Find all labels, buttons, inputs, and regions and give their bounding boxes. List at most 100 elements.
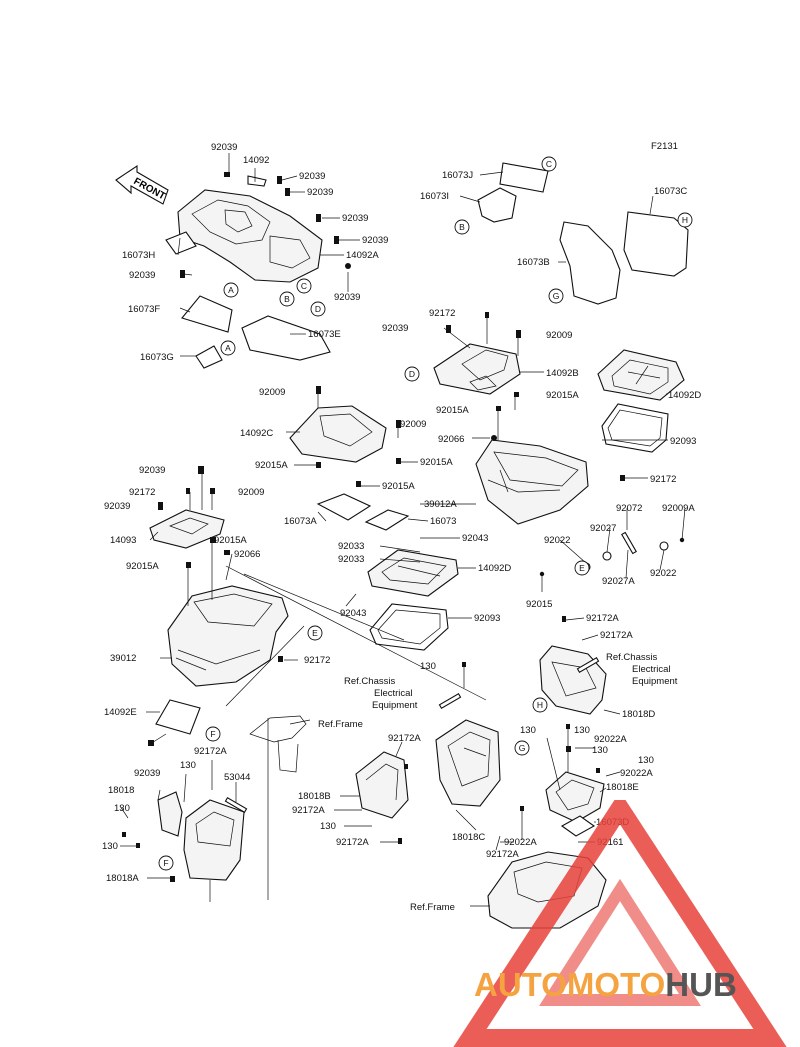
callout-circle: B — [279, 291, 295, 307]
part-label: 92172A — [292, 805, 325, 816]
part-label: 16073E — [308, 329, 341, 340]
callout-circle: C — [296, 278, 312, 294]
part-label: 16073F — [128, 304, 160, 315]
part-label: 14092 — [243, 155, 269, 166]
part-labels: 92039 14092 92039 92039 92039 92039 1607… — [102, 142, 701, 884]
part-label: 92172A — [586, 613, 619, 624]
part-label: 92172 — [650, 474, 676, 485]
part-label: 16073 — [430, 516, 456, 527]
part-label: 92015A — [420, 457, 453, 468]
part-label: 16073B — [517, 257, 550, 268]
panel-16073 — [364, 509, 410, 531]
svg-text:D: D — [409, 369, 415, 379]
storage-box-39012a — [475, 439, 589, 525]
part-label: 92039 — [134, 768, 160, 779]
part-label: 92033 — [338, 554, 364, 565]
svg-text:Equipment: Equipment — [632, 676, 678, 687]
guard-18018c — [435, 719, 501, 807]
reference-labels: Ref.Chassis Electrical Equipment Ref.Cha… — [318, 652, 678, 913]
part-label: 130 — [638, 755, 654, 766]
guard-18018e — [545, 771, 605, 823]
callout-circle: H — [677, 212, 693, 228]
ref-frame-middle: Ref.Frame — [318, 719, 363, 730]
seal-92093-upper — [601, 403, 669, 453]
bolt-icons — [122, 172, 625, 882]
part-label: 92039 — [342, 213, 368, 224]
part-label: 92022 — [544, 535, 570, 546]
svg-text:H: H — [682, 215, 688, 225]
svg-text:G: G — [519, 743, 526, 753]
part-label: 18018B — [298, 791, 331, 802]
part-label: 92009A — [662, 503, 695, 514]
ref-frame-bottom: Ref.Frame — [410, 902, 455, 913]
callout-circle: G — [548, 288, 564, 304]
part-label: 92039 — [139, 465, 165, 476]
part-label: 92039 — [334, 292, 360, 303]
bracket-14092b — [433, 343, 521, 395]
part-label: 16073J — [442, 170, 473, 181]
part-label: 92015A — [255, 460, 288, 471]
panel-16073f — [181, 295, 233, 333]
part-label: 92015A — [214, 535, 247, 546]
part-label: 18018 — [108, 785, 134, 796]
part-label: 92066 — [438, 434, 464, 445]
part-label: 92022A — [504, 837, 537, 848]
svg-text:C: C — [301, 281, 307, 291]
frame-bracket-ref — [249, 715, 307, 773]
part-label: 92022 — [650, 568, 676, 579]
part-label: 92066 — [234, 549, 260, 560]
part-label: 92039 — [104, 501, 130, 512]
callout-circle: D — [310, 301, 326, 317]
part-label: 16073A — [284, 516, 317, 527]
bolt-92072 — [621, 531, 637, 555]
part-label: 92039 — [382, 323, 408, 334]
callouts: C B H G A B C D A D E E H G F F — [158, 156, 693, 871]
callout-circle: H — [532, 697, 548, 713]
part-label: 92009 — [546, 330, 572, 341]
callout-circle: F — [205, 726, 221, 742]
part-label: 92172 — [304, 655, 330, 666]
part-label: 16073G — [140, 352, 174, 363]
part-label: 92172 — [429, 308, 455, 319]
svg-text:F: F — [210, 729, 215, 739]
panel-16073g — [195, 345, 223, 369]
ref-chassis-part-right — [576, 657, 600, 673]
part-label: 92039 — [211, 142, 237, 153]
pad-16073d — [560, 815, 596, 837]
part-label: 92172A — [194, 746, 227, 757]
bracket-14093 — [149, 509, 225, 549]
ref-chassis-part-left — [438, 693, 462, 709]
svg-text:G: G — [553, 291, 560, 301]
svg-text:E: E — [312, 628, 318, 638]
svg-text:Ref.Chassis: Ref.Chassis — [344, 676, 395, 687]
guard-18018b — [355, 751, 409, 819]
callout-circle: G — [514, 740, 530, 756]
callout-circle: B — [454, 219, 470, 235]
part-label: 92043 — [340, 608, 366, 619]
seal-92093-lower — [369, 603, 449, 651]
part-label: 92009 — [259, 387, 285, 398]
part-label: 16073D — [596, 817, 629, 828]
lid-14092d-upper — [597, 349, 685, 401]
part-label: 130 — [114, 803, 130, 814]
ref-chassis-electrical-left: Ref.Chassis Electrical Equipment — [344, 676, 418, 711]
part-53044 — [224, 797, 248, 813]
part-label: 92022A — [594, 734, 627, 745]
bracket-14092c — [289, 405, 387, 463]
washer-92027 — [602, 551, 612, 561]
part-label: 16073C — [654, 186, 687, 197]
callout-circle: D — [404, 366, 420, 382]
figure-code: F2131 — [651, 141, 678, 152]
part-label: 92033 — [338, 541, 364, 552]
part-label: 92027 — [590, 523, 616, 534]
svg-text:A: A — [228, 285, 234, 295]
svg-text:B: B — [459, 222, 465, 232]
part-label: 92015A — [126, 561, 159, 572]
part-label: 130 — [102, 841, 118, 852]
part-label: 130 — [180, 760, 196, 771]
part-label: 18018A — [106, 873, 139, 884]
part-label: 92015 — [526, 599, 552, 610]
callout-circle: A — [220, 340, 236, 356]
part-label: 92172A — [388, 733, 421, 744]
part-label: 39012 — [110, 653, 136, 664]
